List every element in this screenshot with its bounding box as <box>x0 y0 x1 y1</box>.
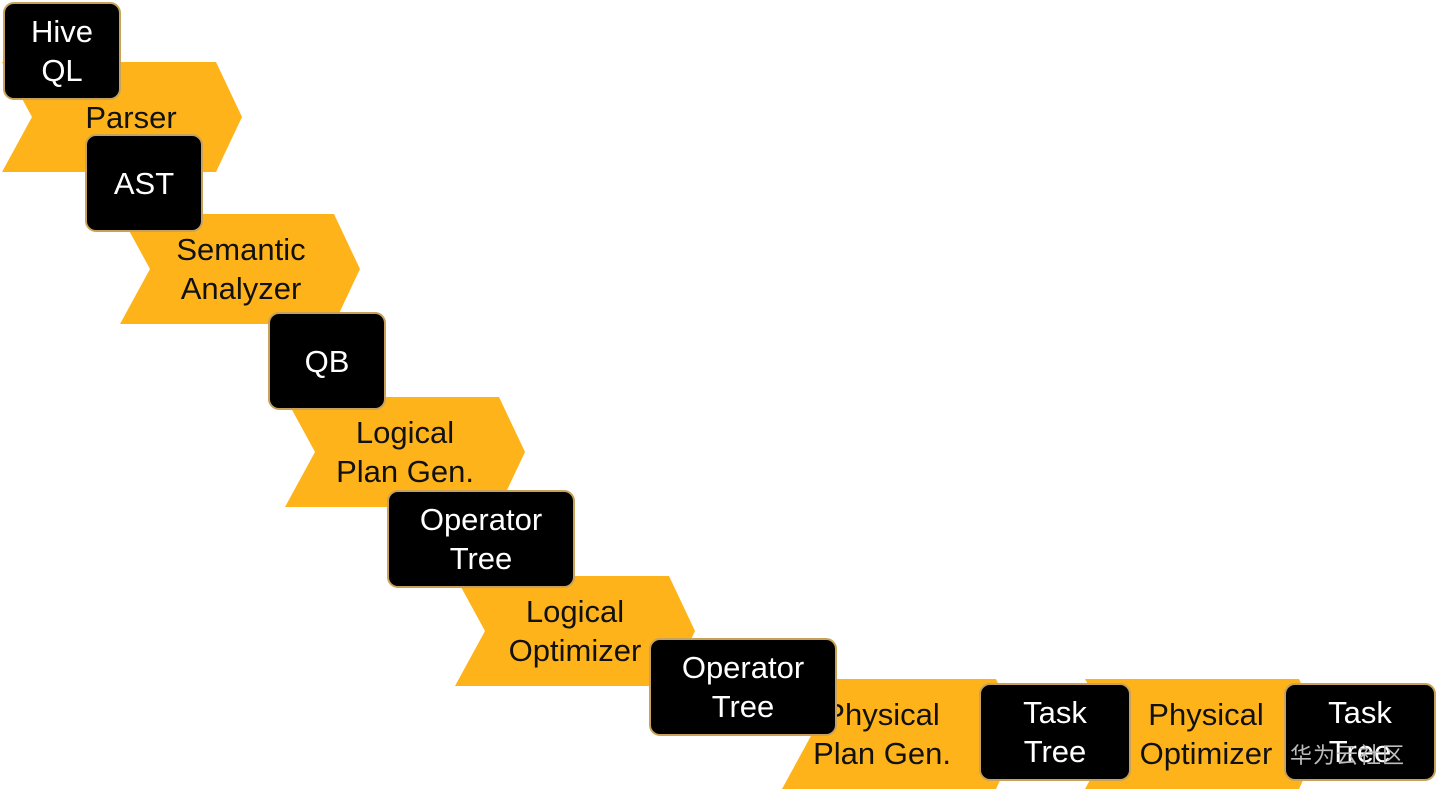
stage-label-line: Semantic <box>176 232 306 267</box>
node-label-line: Operator <box>681 650 805 685</box>
node-hive-ql: Hive QL <box>3 2 121 100</box>
stage-logical-plan-gen: Logical Plan Gen. <box>285 397 525 507</box>
node-ast: AST <box>85 134 203 232</box>
node-label-line: Tree <box>449 541 513 576</box>
stage-label-line: Analyzer <box>180 271 302 306</box>
stage-label-line: Physical <box>824 697 940 732</box>
watermark: 华为云社区 <box>1290 744 1406 769</box>
node-operator-tree-1: Operator Tree <box>387 490 575 588</box>
stage-semantic-analyzer: Semantic Analyzer <box>120 214 360 324</box>
node-task-tree-1: Task Tree <box>979 683 1131 781</box>
node-qb: QB <box>268 312 386 410</box>
node-label-line: AST <box>113 165 175 201</box>
node-operator-tree-2: Operator Tree <box>649 638 837 736</box>
node-label-line: Tree <box>1023 734 1087 769</box>
node-label-line: QB <box>304 343 350 379</box>
stage-label-line: Optimizer <box>508 633 642 668</box>
stage-physical-optimizer: Physical Optimizer <box>1085 679 1325 789</box>
node-label-line: Task <box>1328 695 1392 730</box>
node-label-line: Hive <box>30 14 93 49</box>
stage-label-line: Optimizer <box>1139 736 1273 771</box>
stage-logical-optimizer: Logical Optimizer <box>455 576 695 686</box>
stage-label-line: Plan Gen. <box>813 736 951 771</box>
stage-label-line: Parser <box>85 99 177 135</box>
stage-label-line: Logical <box>355 415 455 450</box>
node-label-line: Operator <box>419 502 543 537</box>
node-label-line: Tree <box>1328 734 1392 769</box>
stage-label-line: Physical <box>1148 697 1264 732</box>
node-label-line: QL <box>41 53 83 88</box>
stage-physical-plan-gen: Physical Plan Gen. <box>782 679 1022 789</box>
stage-label-line: Plan Gen. <box>336 454 474 489</box>
stage-label-line: Logical <box>525 594 625 629</box>
node-label-line: Tree <box>711 689 775 724</box>
node-label-line: Task <box>1023 695 1087 730</box>
node-task-tree-2: Task Tree <box>1284 683 1436 781</box>
